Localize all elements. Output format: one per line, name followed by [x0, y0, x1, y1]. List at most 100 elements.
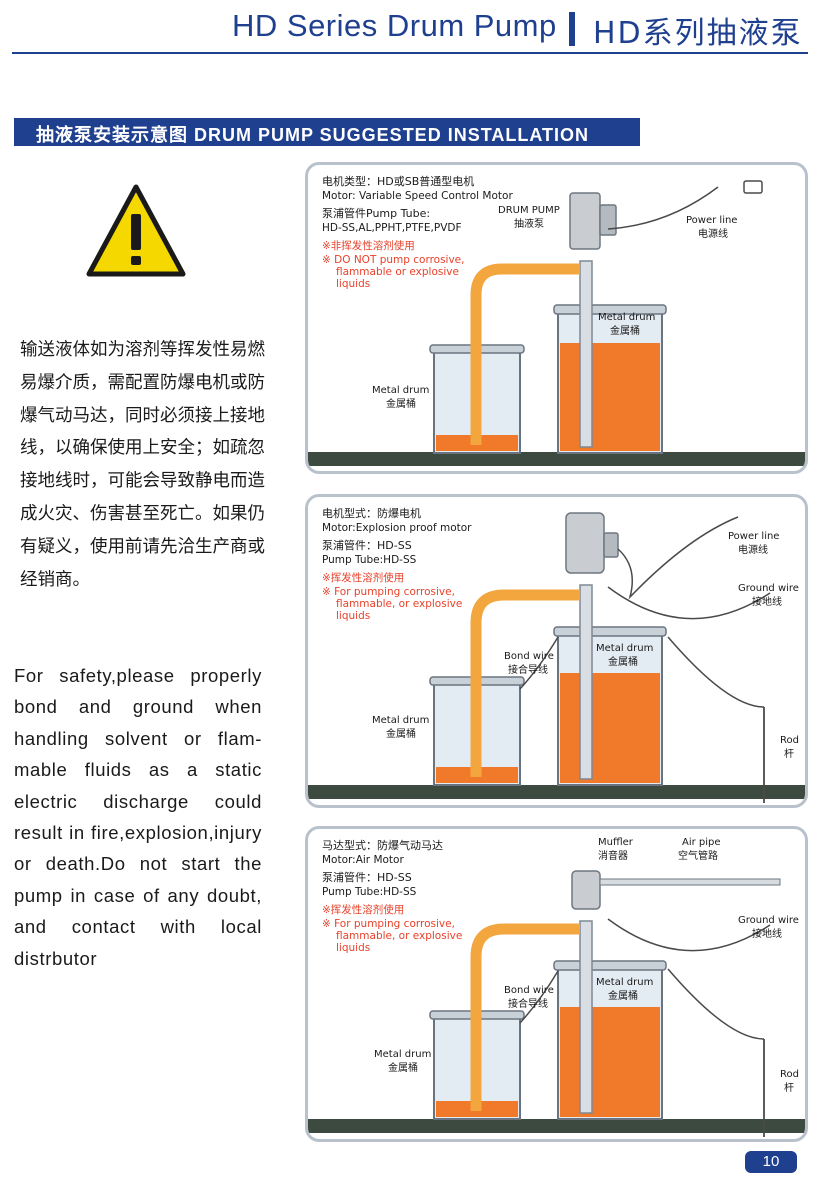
floor	[308, 1119, 805, 1133]
installation-panel-standard: 电机类型：HD或SB普通型电机 Motor: Variable Speed Co…	[305, 162, 808, 474]
bond-wire-label-en: Bond wire	[504, 985, 554, 996]
explosion-proof-motor	[565, 512, 605, 574]
ground-wire-label-cn: 接地线	[752, 595, 782, 608]
warn-label-cn: ※非挥发性溶剂使用	[322, 239, 415, 252]
air-motor	[571, 870, 601, 910]
motor-label-cn: 电机型式：防爆电机	[322, 506, 421, 520]
rod-label-cn: 杆	[784, 1082, 794, 1094]
tube-label-cn: 泵浦管件：HD-SS	[322, 538, 412, 552]
small-drum-label-en: Metal drum	[372, 385, 429, 396]
tube-label-en: Pump Tube:HD-SS	[322, 886, 417, 898]
installation-panel-air-motor: 马达型式：防爆气动马达 Motor:Air Motor 泵浦管件：HD-SS P…	[305, 826, 808, 1142]
pump-tube	[579, 260, 593, 448]
tube-label-en: HD-SS,AL,PPHT,PTFE,PVDF	[322, 222, 462, 234]
big-drum-liquid	[560, 343, 660, 451]
warn-label-en-3: liquids	[336, 278, 370, 290]
warning-triangle-icon	[86, 184, 186, 277]
floor	[308, 785, 805, 799]
section-banner-text: 抽液泵安装示意图 DRUM PUMP SUGGESTED INSTALLATIO…	[36, 125, 590, 145]
warn-label-en-1: ※ For pumping corrosive,	[322, 586, 455, 598]
pump-tube	[579, 584, 593, 780]
ground-wire-label-en: Ground wire	[738, 915, 799, 926]
big-drum-label-cn: 金属桶	[608, 655, 638, 668]
power-line-label-en: Power line	[686, 215, 737, 226]
rod-label-cn: 杆	[784, 748, 794, 760]
bond-wire	[519, 970, 559, 1024]
air-pipe-label-en: Air pipe	[682, 837, 721, 848]
ground-wire	[607, 918, 771, 1040]
page-number: 10	[745, 1151, 797, 1173]
warn-label-en-1: ※ DO NOT pump corrosive,	[322, 254, 464, 266]
hose	[470, 263, 580, 445]
safety-text-cn: 输送液体如为溶剂等挥发性易燃易爆介质，需配置防爆电机或防爆气动马达，同时必须接上…	[20, 340, 265, 590]
rod-label-en: Rod	[780, 735, 799, 746]
big-drum-liquid	[560, 673, 660, 783]
pump-motor	[569, 192, 601, 250]
big-drum-liquid	[560, 1007, 660, 1117]
warn-label-en-3: liquids	[336, 610, 370, 622]
air-pipe	[599, 878, 781, 886]
small-drum-label-cn: 金属桶	[386, 397, 416, 410]
muffler-label-cn: 消音器	[598, 849, 628, 862]
panel-explosion-proof-diagram: 电机型式：防爆电机 Motor:Explosion proof motor 泵浦…	[308, 506, 805, 803]
drum-pump-label-cn: 抽液泵	[514, 217, 544, 230]
tube-label-cn: 泵浦管件Pump Tube:	[322, 206, 430, 220]
bond-wire-label-cn: 接合导线	[508, 997, 548, 1010]
motor-junction-box	[603, 532, 619, 558]
header-separator	[569, 12, 575, 46]
big-drum-label-cn: 金属桶	[608, 989, 638, 1002]
big-drum-label-en: Metal drum	[596, 643, 653, 654]
warn-label-en-2: flammable or explosive	[336, 266, 459, 278]
big-drum-label-cn: 金属桶	[610, 324, 640, 337]
motor-label-en: Motor:Air Motor	[322, 854, 404, 866]
header-rule	[12, 52, 808, 54]
panel-air-motor-diagram: 马达型式：防爆气动马达 Motor:Air Motor 泵浦管件：HD-SS P…	[308, 837, 805, 1137]
warn-label-en-2: flammable, or explosive	[336, 598, 462, 610]
big-drum-label-en: Metal drum	[596, 977, 653, 988]
power-line	[607, 186, 719, 230]
big-drum-rim	[553, 960, 667, 971]
pump-tube	[579, 920, 593, 1114]
motor-label-cn: 马达型式：防爆气动马达	[322, 838, 443, 852]
warn-label-en-2: flammable, or explosive	[336, 930, 462, 942]
muffler-label-en: Muffler	[598, 837, 634, 848]
air-pipe-label-cn: 空气管路	[678, 849, 718, 862]
ground-wire-label-cn: 接地线	[752, 927, 782, 940]
power-line-label-en: Power line	[728, 531, 779, 542]
warn-label-en-1: ※ For pumping corrosive,	[322, 918, 455, 930]
section-banner: 抽液泵安装示意图 DRUM PUMP SUGGESTED INSTALLATIO…	[14, 118, 640, 146]
tube-label-en: Pump Tube:HD-SS	[322, 554, 417, 566]
hose	[470, 923, 580, 1111]
warn-label-cn: ※挥发性溶剂使用	[322, 903, 404, 916]
power-line-label-cn: 电源线	[738, 543, 768, 556]
rod-label-en: Rod	[780, 1069, 799, 1080]
big-drum-rim	[553, 626, 667, 637]
warn-label-en-3: liquids	[336, 942, 370, 954]
bond-wire-label-cn: 接合导线	[508, 663, 548, 676]
power-line	[617, 516, 739, 600]
bond-wire	[519, 636, 559, 690]
power-line-label-cn: 电源线	[698, 227, 728, 240]
safety-text-en: For safety,please properly bond and grou…	[14, 665, 262, 969]
pump-motor-switch	[599, 204, 617, 236]
bond-wire-label-en: Bond wire	[504, 651, 554, 662]
small-drum-label-en: Metal drum	[372, 715, 429, 726]
drum-pump-label-en: DRUM PUMP	[498, 205, 560, 216]
small-drum-label-en: Metal drum	[374, 1049, 431, 1060]
header-title-en: HD Series Drum Pump	[232, 8, 557, 43]
floor	[308, 452, 805, 466]
warn-label-cn: ※挥发性溶剂使用	[322, 571, 404, 584]
hose	[470, 589, 580, 777]
panel-standard-diagram: 电机类型：HD或SB普通型电机 Motor: Variable Speed Co…	[308, 174, 805, 466]
installation-panel-explosion-proof: 电机型式：防爆电机 Motor:Explosion proof motor 泵浦…	[305, 494, 808, 808]
ground-wire	[607, 586, 771, 708]
motor-label-en: Motor:Explosion proof motor	[322, 522, 472, 534]
header-title-cn: HD系列抽液泵	[593, 16, 803, 51]
small-drum-label-cn: 金属桶	[388, 1061, 418, 1074]
small-drum-label-cn: 金属桶	[386, 727, 416, 740]
big-drum-label-en: Metal drum	[598, 312, 655, 323]
tube-label-cn: 泵浦管件：HD-SS	[322, 870, 412, 884]
ground-wire-label-en: Ground wire	[738, 583, 799, 594]
motor-label-en: Motor: Variable Speed Control Motor	[322, 190, 513, 202]
motor-label-cn: 电机类型：HD或SB普通型电机	[322, 174, 474, 188]
